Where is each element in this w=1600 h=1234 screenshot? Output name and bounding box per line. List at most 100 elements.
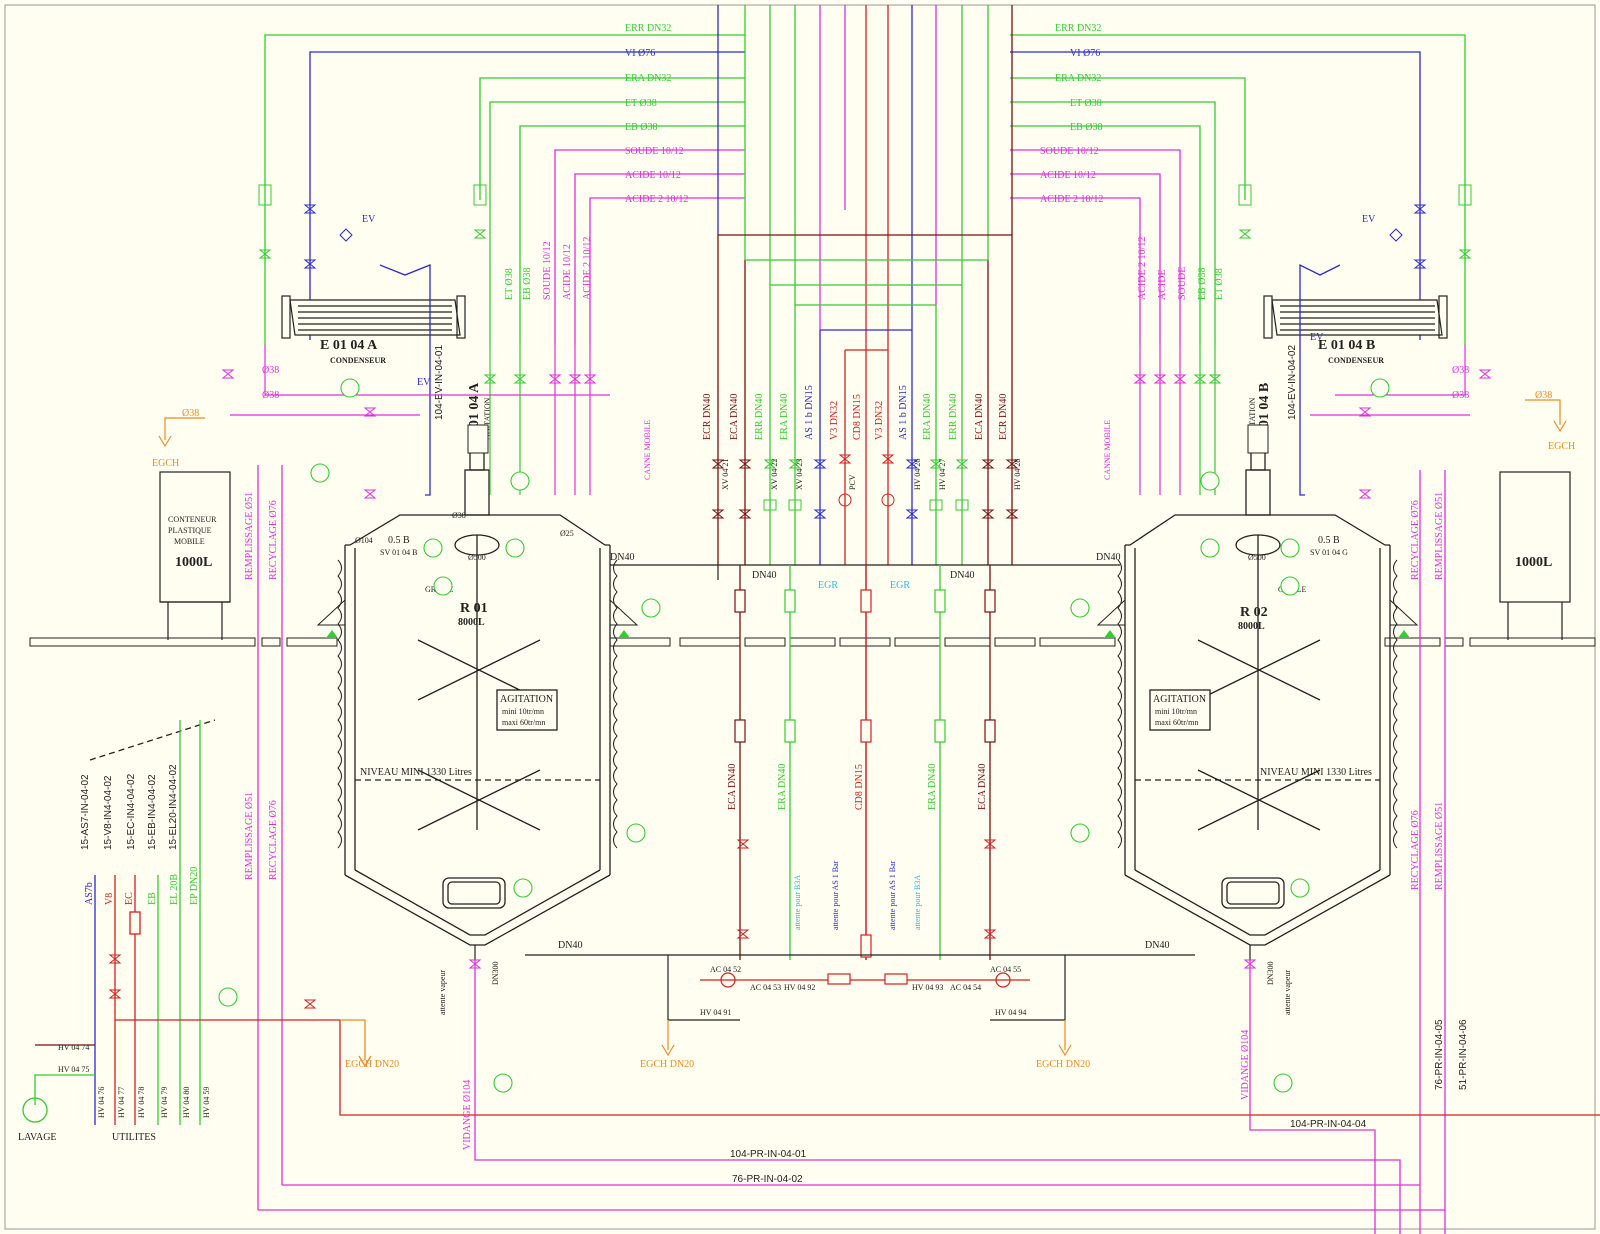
r02-agitation: AGITATION — [1153, 694, 1206, 705]
r01-d25: Ø25 — [560, 529, 574, 538]
d38-5: Ø38 — [182, 408, 199, 419]
condenser-a-label: CONDENSEUR — [330, 356, 386, 365]
v-pcv: PCV — [848, 474, 857, 490]
egr-right: EGR — [890, 580, 910, 591]
agitator-b-label: AGITATION — [1248, 397, 1257, 440]
attente-as1-r: attente pour AS 1 Bar — [888, 860, 897, 930]
utility-line-labels: 15-AS7-IN-04-02 15-V8-IN4-04-02 15-EC-IN… — [80, 764, 179, 850]
ev-b-lbl: EV — [1310, 332, 1324, 343]
util-2: 15-EC-IN4-04-02 — [126, 773, 137, 850]
condenser-b — [1263, 295, 1448, 339]
dn40-b2: DN40 — [1145, 940, 1169, 951]
util-1: 15-V8-IN4-04-02 — [103, 775, 114, 850]
hdr-l-7: ACIDE 2 10/12 — [625, 194, 688, 205]
egch-l1: EGCH — [152, 458, 179, 469]
utility-valve-tags: HV 04 74 HV 04 75 HV 04 76 HV 04 77 HV 0… — [58, 1043, 211, 1118]
ev-a-lbl: EV — [417, 377, 431, 388]
util-3: 15-EB-IN4-04-02 — [147, 774, 158, 850]
d38-2: Ø38 — [262, 390, 279, 401]
egr-labels: EGR EGR — [818, 580, 910, 591]
fl-acide2: ACIDE 2 10/12 — [582, 237, 593, 300]
lc-0: ECA DN40 — [727, 764, 738, 810]
center-lower-labels: ECA DN40 ERA DN40 CD8 DN15 ERA DN40 ECA … — [727, 764, 988, 930]
instrument-bubbles — [218, 378, 1390, 1093]
r01-manhole: Ø500 — [468, 553, 486, 562]
diagram-frame — [4, 4, 1596, 1230]
cc-2: ERR DN40 — [754, 394, 765, 440]
vidange-r: VIDANGE Ø104 — [1240, 1030, 1251, 1100]
r01-volume: 8000L — [458, 617, 485, 628]
cc-9: ERA DN40 — [922, 394, 933, 440]
r01-niveau: NIVEAU MINI 1330 Litres — [360, 767, 472, 778]
ev-lines — [379, 263, 1341, 496]
r01-feeds — [230, 345, 610, 495]
hdr-r-7: ACIDE 2 10/12 — [1040, 194, 1103, 205]
lc-2: CD8 DN15 — [854, 764, 865, 810]
cc-7: V3 DN32 — [874, 401, 885, 440]
motor-b — [1247, 424, 1269, 454]
us-0: AS7b — [84, 882, 95, 905]
d38-3: Ø38 — [1452, 365, 1469, 376]
r02-pressure: 0.5 B — [1318, 535, 1340, 546]
rempl-2: REMPLISSAGE Ø51 — [244, 792, 255, 880]
av-l: attente vapeur — [438, 970, 447, 1015]
r01-d104: Ø104 — [355, 536, 373, 545]
r02-niveau: NIVEAU MINI 1330 Litres — [1260, 767, 1372, 778]
container-left — [159, 471, 231, 640]
v-hv0476: HV 04 76 — [97, 1087, 106, 1118]
center-valves — [711, 454, 1019, 519]
cc-8: AS 1 b DN15 — [898, 385, 909, 440]
cc-3: ERA DN40 — [779, 394, 790, 440]
hdr-l-5: SOUDE 10/12 — [625, 146, 684, 157]
fr-acide: ACIDE — [1157, 269, 1168, 300]
cc-0: ECR DN40 — [702, 394, 713, 440]
center-lower-columns — [739, 565, 991, 960]
ev-line-b: 104-EV-IN-04-02 — [1287, 345, 1298, 420]
rempl-3: REMPLISSAGE Ø51 — [1434, 492, 1445, 580]
rempl-4: REMPLISSAGE Ø51 — [1434, 802, 1445, 890]
pr-labels: 104-PR-IN-04-01 76-PR-IN-04-02 104-PR-IN… — [730, 1019, 1469, 1185]
us-5: EP DN20 — [189, 867, 200, 905]
bottom-manifold-tags: AC 04 52 AC 04 53 HV 04 92 HV 04 93 AC 0… — [700, 965, 1026, 1017]
cc-11: ECA DN40 — [974, 394, 985, 440]
ev-line-a: 104-EV-IN-04-01 — [434, 345, 445, 420]
r01-d38: Ø38 — [452, 511, 466, 520]
misc-valves — [108, 184, 1492, 1009]
v-ac0455: AC 04 55 — [990, 965, 1021, 974]
attente-b3a-l: attente pour B3A — [793, 875, 802, 930]
outlet-labels: DN300 DN300 attente vapeur attente vapeu… — [438, 961, 1292, 1015]
us-2: EC — [124, 892, 135, 905]
r02-coils — [1117, 559, 1398, 849]
lc-4: ECA DN40 — [977, 764, 988, 810]
lc-1: ERA DN40 — [777, 764, 788, 810]
supports — [316, 598, 1419, 626]
condenser-b-tag: E 01 04 B — [1318, 338, 1375, 353]
recyc-4: RECYCLAGE Ø76 — [1410, 810, 1421, 890]
r02-volume: 8000L — [1238, 621, 1265, 632]
cc-5: V3 DN32 — [829, 401, 840, 440]
reactor-r01 — [344, 449, 611, 946]
hdr-l-0: ERR DN32 — [625, 23, 671, 34]
egr-left: EGR — [818, 580, 838, 591]
cont-l-vol: 1000L — [175, 555, 212, 570]
lc-3: ERA DN40 — [927, 764, 938, 810]
r01-agitation: AGITATION — [500, 694, 553, 705]
r02-name: R 02 — [1240, 605, 1268, 620]
v-hv0493: HV 04 93 — [912, 983, 943, 992]
r02-feed-labels: ACIDE 2 10/12 ACIDE SOUDE EB Ø38 ET Ø38 — [1137, 237, 1225, 300]
dn300-l: DN300 — [491, 961, 500, 985]
fr-acide2: ACIDE 2 10/12 — [1137, 237, 1148, 300]
dn40-1: DN40 — [610, 552, 634, 563]
ev-b-top: EV — [1362, 214, 1376, 225]
us-3: EB — [147, 892, 158, 905]
egch-dn20-l: EGCH DN20 — [345, 1059, 399, 1070]
utilities — [22, 719, 1600, 1125]
fl-acide: ACIDE 10/12 — [562, 244, 573, 300]
v-xv0421: XV 04 21 — [721, 459, 730, 490]
r02-mini: mini 10tr/mn — [1155, 707, 1197, 716]
left-side-lines — [257, 465, 1446, 1234]
v-hv0474: HV 04 74 — [58, 1043, 89, 1052]
cc-4: AS 1 b DN15 — [804, 385, 815, 440]
center-column-labels: ECR DN40 ECA DN40 ERR DN40 ERA DN40 AS 1… — [702, 385, 1009, 440]
hdr-l-6: ACIDE 10/12 — [625, 170, 681, 181]
